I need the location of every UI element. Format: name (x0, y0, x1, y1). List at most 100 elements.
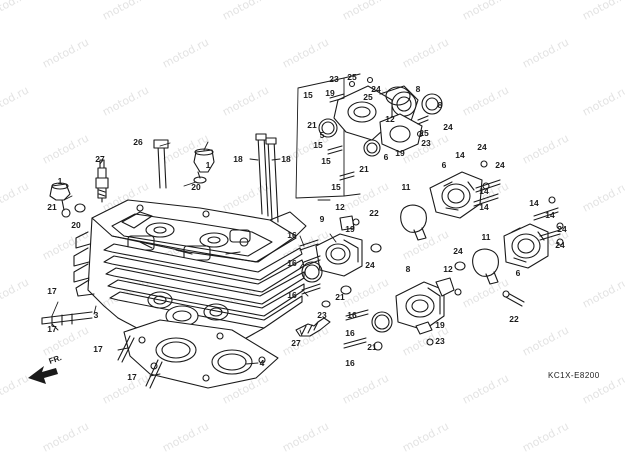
callout-24-top: 24 (477, 142, 487, 152)
callout-7: 6 (384, 152, 389, 162)
callout-14-c: 15 (321, 156, 331, 166)
callout-20-mid: 21 (359, 164, 369, 174)
callout-26: 26 (133, 137, 143, 147)
watermark-text: motod.ru (580, 0, 625, 23)
callout-22-top: 23 (329, 74, 339, 84)
watermark-text: motod.ru (400, 227, 451, 262)
callout-labels: 26 1 20 27 1 21 20 18 18 3 17 17 17 17 4… (47, 72, 567, 382)
carb-insulator-lower (472, 196, 564, 307)
watermark-text: motod.ru (100, 371, 151, 406)
callout-19-top: 20 (191, 182, 201, 192)
watermark-text: motod.ru (340, 0, 391, 23)
callout-8-top: 8 (416, 84, 421, 94)
callout-11-lower: 11 (482, 232, 491, 242)
watermark-text: motod.ru (460, 83, 511, 118)
watermark-text: motod.ru (340, 275, 391, 310)
watermark-text: motod.ru (580, 179, 625, 214)
watermark-text: motod.ru (40, 35, 91, 70)
watermark-text: motod.ru (0, 0, 31, 23)
callout-22-bottom: 23 (435, 336, 445, 346)
callout-13-c: 14 (529, 198, 539, 208)
watermark-text: motod.ru (100, 0, 151, 23)
callout-15-c: 16 (287, 290, 297, 300)
callout-8-mid: 8 (438, 100, 443, 110)
head-gasket (123, 319, 279, 389)
carb-insulator-upper (400, 160, 501, 241)
callout-13-a: 14 (479, 186, 489, 196)
callout-14-a: 15 (303, 90, 313, 100)
watermark-text: motod.ru (40, 131, 91, 166)
callout-4: 4 (260, 358, 265, 368)
watermark-text: motod.ru (520, 131, 571, 166)
callout-18-low: 19 (435, 320, 445, 330)
tappet-cap-top (193, 148, 215, 184)
front-arrow (28, 366, 58, 384)
watermark-text: motod.ru (220, 83, 271, 118)
callout-20-low: 21 (335, 292, 345, 302)
callout-9: 9 (320, 214, 325, 224)
callout-16-mid: 17 (93, 344, 103, 354)
callout-6-lower: 6 (516, 268, 521, 278)
callout-11-upper: 11 (402, 182, 411, 192)
callout-24-b: 24 (495, 160, 505, 170)
callout-15-d: 16 (347, 310, 357, 320)
watermark-text: motod.ru (460, 0, 511, 23)
callout-15-b: 16 (287, 258, 297, 268)
callout-13-b: 14 (479, 202, 489, 212)
callout-16-bottom: 17 (127, 372, 137, 382)
watermark-text: motod.ru (520, 419, 571, 454)
watermark-text: motod.ru (160, 419, 211, 454)
callout-1-left: 1 (58, 176, 63, 186)
callout-3: 3 (94, 310, 99, 320)
watermark-text: motod.ru (160, 35, 211, 70)
callout-15-e: 16 (345, 328, 355, 338)
callout-20-bottom: 21 (367, 342, 377, 352)
head-studs (41, 133, 331, 389)
watermark-text: motod.ru (340, 179, 391, 214)
callout-15-f: 16 (345, 358, 355, 368)
intake-manifold-9 (299, 215, 382, 308)
watermark-text: motod.ru (280, 419, 331, 454)
watermark-text: motod.ru (520, 35, 571, 70)
callout-20-left: 21 (47, 202, 57, 212)
spark-plug (95, 159, 109, 203)
callout-16-upper: 17 (47, 286, 57, 296)
watermark-text: motod.ru (220, 0, 271, 23)
watermark-text: motod.ru (400, 35, 451, 70)
callout-27-right: 27 (291, 338, 301, 348)
watermark-text: motod.ru (220, 179, 271, 214)
callout-10: 8 (406, 264, 411, 274)
watermark-text: motod.ru (40, 227, 91, 262)
cylinder-head (73, 199, 307, 347)
watermark-text: motod.ru (520, 323, 571, 358)
callout-27-top: 27 (95, 154, 105, 164)
callout-24-c: 24 (557, 224, 567, 234)
watermark-text: motod.ru (0, 83, 31, 118)
watermark-text: motod.ru (100, 83, 151, 118)
callout-21-lower: 22 (509, 314, 519, 324)
callout-12-low: 12 (443, 264, 453, 274)
watermark-text: motod.ru (460, 371, 511, 406)
callout-25-c: 25 (419, 128, 429, 138)
watermark-text: motod.ru (340, 371, 391, 406)
callout-16-lower: 17 (47, 324, 57, 334)
watermark-text: motod.ru (400, 419, 451, 454)
callout-18-top: 19 (325, 88, 335, 98)
callout-21-upper: 22 (369, 208, 379, 218)
callout-5: 5 (320, 130, 325, 140)
callout-14-d: 15 (331, 182, 341, 192)
callout-19-left: 20 (71, 220, 81, 230)
callout-22-low: 23 (317, 310, 327, 320)
callout-18-mid: 19 (345, 224, 355, 234)
intake-manifold-10 (343, 261, 466, 351)
watermark-text: motod.ru (580, 275, 625, 310)
callout-22-right: 23 (421, 138, 431, 148)
callout-15-a: 16 (287, 230, 297, 240)
callout-14-b: 15 (313, 140, 323, 150)
watermark-text: motod.ru (580, 83, 625, 118)
callout-17-right: 18 (281, 154, 291, 164)
watermark-text: motod.ru (280, 35, 331, 70)
callout-13-top: 14 (455, 150, 465, 160)
callout-25-b: 25 (363, 92, 373, 102)
